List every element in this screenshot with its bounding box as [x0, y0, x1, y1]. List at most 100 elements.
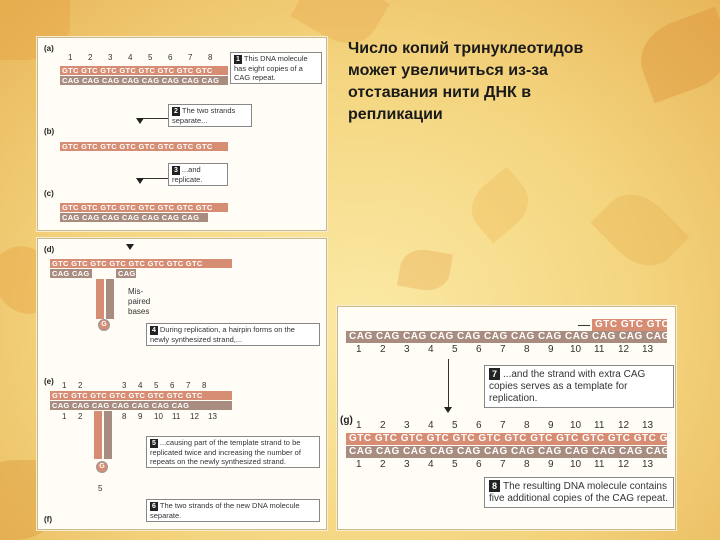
dna-strand-cag: CAG CAG CAG CAG CAG CAG CAG CAG CAG CAG …: [346, 446, 667, 458]
repeat-number: 9: [548, 459, 554, 470]
repeat-number: 5: [452, 344, 458, 355]
label-e: (e): [44, 377, 54, 386]
repeat-number: 3: [404, 344, 410, 355]
repeat-number: 7: [500, 344, 506, 355]
dna-strand-gtc: GTC GTC GTC GTC GTC GTC GTC GTC: [50, 391, 232, 400]
repeat-number: 1: [356, 344, 362, 355]
repeat-number: 12: [618, 344, 630, 355]
mispaired-label: Mis-paired bases: [128, 287, 151, 316]
repeat-number: 8: [524, 344, 530, 355]
down-arrow-icon: [136, 118, 144, 124]
repeat-number: 3: [122, 381, 127, 390]
repeat-number: 10: [570, 459, 582, 470]
repeat-number: 5: [452, 420, 458, 431]
repeat-number: 4: [428, 459, 434, 470]
repeat-number: 6: [476, 459, 482, 470]
dna-strand-gtc: GTC GTC GTC: [592, 319, 667, 331]
repeat-number: 3: [404, 459, 410, 470]
hairpin-stem: [106, 279, 114, 319]
step-5-text: ...causing part of the template strand t…: [150, 438, 301, 466]
repeat-number: 2: [78, 381, 83, 390]
repeat-number: 4: [428, 344, 434, 355]
repeat-number: 8: [202, 381, 207, 390]
step-2-badge: 2: [172, 107, 180, 116]
dna-strand-cag: CAG CAG CAG CAG CAG CAG CAG CAG: [60, 76, 228, 85]
step-4-text: During replication, a hairpin forms on t…: [150, 325, 295, 344]
repeat-number: 5: [154, 381, 159, 390]
repeat-number: 2: [380, 420, 386, 431]
step-4-badge: 4: [150, 326, 158, 335]
dna-strand-cag: CAG CAG CAG CAG CAG CAG CAG: [60, 213, 208, 222]
repeat-number: 13: [642, 344, 654, 355]
repeat-number: 1: [356, 420, 362, 431]
dna-strand-gtc: GTC GTC GTC GTC GTC GTC GTC GTC: [60, 66, 228, 75]
step-7-text: ...and the strand with extra CAG copies …: [489, 369, 646, 404]
repeat-number: 7: [188, 53, 193, 62]
repeat-number: 12: [190, 412, 199, 421]
hairpin-loop: G: [98, 319, 110, 331]
step-5-callout: 5...causing part of the template strand …: [146, 436, 320, 468]
pointer-line: [140, 178, 168, 179]
repeat-number: 3: [108, 53, 113, 62]
down-arrow-icon: [126, 244, 134, 250]
step-7-badge: 7: [489, 368, 501, 380]
repeat-number: 1: [62, 381, 67, 390]
pointer-line: [140, 118, 168, 119]
dna-strand-gtc: GTC GTC GTC GTC GTC GTC GTC GTC: [60, 142, 228, 151]
repeat-number: 5: [148, 53, 153, 62]
dna-strand-cag: CAG: [116, 269, 136, 278]
down-arrow-icon: [136, 178, 144, 184]
step-1-badge: 1: [234, 55, 242, 64]
repeat-number: 4: [428, 420, 434, 431]
repeat-number: 7: [500, 420, 506, 431]
label-f: (f): [44, 515, 52, 524]
dna-strand-gtc: GTC GTC GTC GTC GTC GTC GTC GTC: [50, 259, 232, 268]
dna-strand-cag: CAG CAG CAG CAG CAG CAG CAG: [50, 401, 232, 410]
repeat-number: 3: [404, 420, 410, 431]
repeat-number: 2: [88, 53, 93, 62]
pointer-line: [578, 325, 590, 326]
repeat-number: 9: [548, 344, 554, 355]
repeat-number: 2: [380, 344, 386, 355]
repeat-number: 1: [62, 412, 67, 421]
slide-title: Число копий тринуклеотидов может увеличи…: [348, 40, 584, 123]
repeat-number: 9: [548, 420, 554, 431]
repeat-number: 8: [524, 420, 530, 431]
diagram-panel-abc: (a) 1 2 3 4 5 6 7 8 GTC GTC GTC GTC GTC …: [37, 37, 327, 231]
repeat-number: 13: [642, 459, 654, 470]
down-arrow-icon: [444, 407, 452, 413]
repeat-number: 10: [570, 344, 582, 355]
pointer-line: [448, 359, 449, 409]
step-3-callout: 3...and replicate.: [168, 163, 228, 186]
label-a: (a): [44, 44, 54, 53]
leaf-decoration: [590, 180, 690, 280]
step-1-text: This DNA molecule has eight copies of a …: [234, 54, 308, 82]
repeat-number: 11: [594, 344, 605, 355]
repeat-number: 4: [128, 53, 133, 62]
hairpin-stem: [94, 411, 102, 459]
repeat-number: 1: [68, 53, 73, 62]
step-7-callout: 7...and the strand with extra CAG copies…: [484, 365, 674, 408]
step-3-badge: 3: [172, 166, 180, 175]
label-g: (g): [340, 415, 353, 426]
repeat-number: 2: [380, 459, 386, 470]
hairpin-loop: G: [96, 461, 108, 473]
step-6-badge: 6: [150, 502, 158, 511]
repeat-number: 11: [594, 420, 605, 431]
step-6-text: The two strands of the new DNA molecule …: [150, 501, 300, 520]
repeat-number: 5: [98, 484, 103, 493]
repeat-number: 11: [594, 459, 605, 470]
hairpin-stem: [96, 279, 104, 319]
leaf-decoration: [460, 166, 540, 244]
repeat-number: 7: [186, 381, 191, 390]
repeat-number: 6: [170, 381, 175, 390]
repeat-number: 9: [138, 412, 143, 421]
step-2-text: The two strands separate...: [172, 106, 236, 125]
repeat-number: 8: [122, 412, 127, 421]
step-3-text: ...and replicate.: [172, 165, 203, 184]
